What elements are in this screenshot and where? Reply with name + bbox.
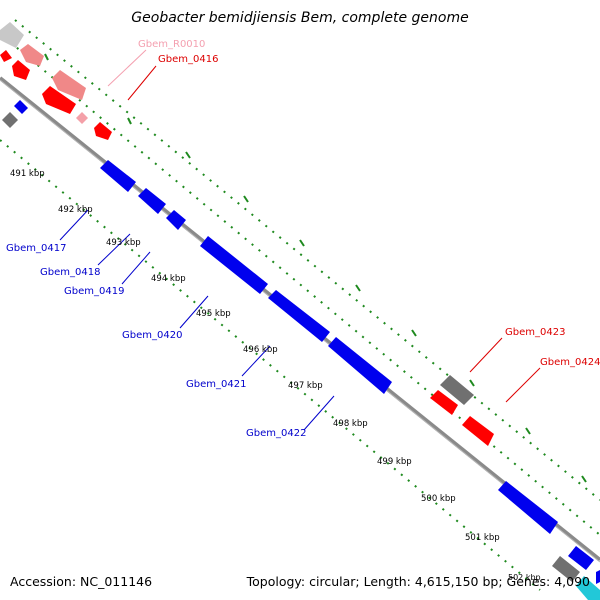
leader-0420 [179,295,209,329]
tick-label: 499 kbp [377,457,412,467]
gene-gray-lower[interactable] [552,556,580,582]
gene-gray-left[interactable] [2,112,18,128]
gene-blue-lower[interactable] [498,481,558,534]
ring-tick [127,117,132,125]
tick-label: 493 kbp [106,238,141,248]
leader-0416 [127,65,157,101]
ring-tick [525,427,531,435]
tick-label: 494 kbp [151,274,186,284]
tick-label: 495 kbp [196,309,231,319]
gene-0420[interactable] [200,236,268,294]
leader-0423 [469,337,503,373]
gene-0423[interactable] [440,375,474,405]
ring-ticks [44,53,587,483]
tick-label: 500 kbp [421,494,456,504]
gene-label-0420[interactable]: Gbem_0420 [122,330,182,341]
leader-0419 [121,251,151,285]
gene-blue-corner[interactable] [568,546,594,570]
ring-tick [299,239,305,247]
leader-0421 [241,345,271,377]
tick-label: 492 kbp [58,205,93,215]
gene-red-small-3[interactable] [94,122,112,140]
tick-label: 501 kbp [465,533,500,543]
gene-r0010[interactable] [52,70,86,100]
ring-tick [411,329,417,337]
gene-label-0421[interactable]: Gbem_0421 [186,379,246,390]
guide-lines [0,19,600,591]
gene-pink-small[interactable] [76,112,88,124]
leader-r0010 [107,49,147,87]
tick-label: 497 kbp [288,381,323,391]
gene-0419[interactable] [166,210,186,230]
ring-tick [355,284,361,292]
gene-0424[interactable] [462,416,494,446]
gene-labels: Gbem_R0010 Gbem_0416 Gbem_0417 Gbem_0418… [6,39,600,439]
mid-guide-line [9,41,600,536]
gene-label-0419[interactable]: Gbem_0419 [64,286,124,297]
forward-genes [0,22,494,446]
ring-tick [44,53,49,61]
gene-0422[interactable] [328,337,392,394]
gene-0416[interactable] [42,86,76,114]
gene-gray-top-left[interactable] [0,22,24,48]
gene-cyan-corner[interactable] [576,576,600,600]
topology-text: Topology: circular; Length: 4,615,150 bp… [246,574,590,589]
tick-label: 491 kbp [10,169,45,179]
gene-label-0417[interactable]: Gbem_0417 [6,243,66,254]
gene-0421[interactable] [268,290,330,342]
gene-label-0422[interactable]: Gbem_0422 [246,428,306,439]
gene-label-0416[interactable]: Gbem_0416 [158,54,218,65]
gene-label-0418[interactable]: Gbem_0418 [40,267,100,278]
leader-0418 [97,233,131,266]
inner-guide-line [0,139,541,591]
tick-label: 496 kbp [243,345,278,355]
outer-guide-line [14,19,600,501]
ring-tick [581,475,587,483]
ring-tick [469,379,475,387]
leader-0422 [303,395,335,431]
leader-0424 [505,367,541,403]
ring-tick [243,195,249,203]
corner-tick-label: 502 kbp [508,573,541,582]
gene-label-r0010[interactable]: Gbem_R0010 [138,39,205,50]
reverse-genes [2,100,600,600]
map-title: Geobacter bemidjiensis Bem, complete gen… [131,10,468,26]
leader-0417 [59,209,89,241]
gene-red-small-1[interactable] [0,50,12,62]
kbp-ticks: 491 kbp 492 kbp 493 kbp 494 kbp 495 kbp … [10,169,500,543]
gene-label-0424[interactable]: Gbem_0424 [540,357,600,368]
gene-blue-edge[interactable] [596,570,600,584]
gene-pink-top[interactable] [20,44,44,66]
label-leaders [59,49,541,431]
gene-red-0423b[interactable] [430,390,458,415]
gene-0418[interactable] [138,188,166,214]
gene-blue-small-1[interactable] [14,100,28,114]
gene-0417[interactable] [100,160,136,192]
gene-red-small-2[interactable] [12,60,30,80]
gene-label-0423[interactable]: Gbem_0423 [505,327,565,338]
tick-label: 498 kbp [333,419,368,429]
accession-text: Accession: NC_011146 [10,574,152,589]
ring-tick [185,151,191,159]
